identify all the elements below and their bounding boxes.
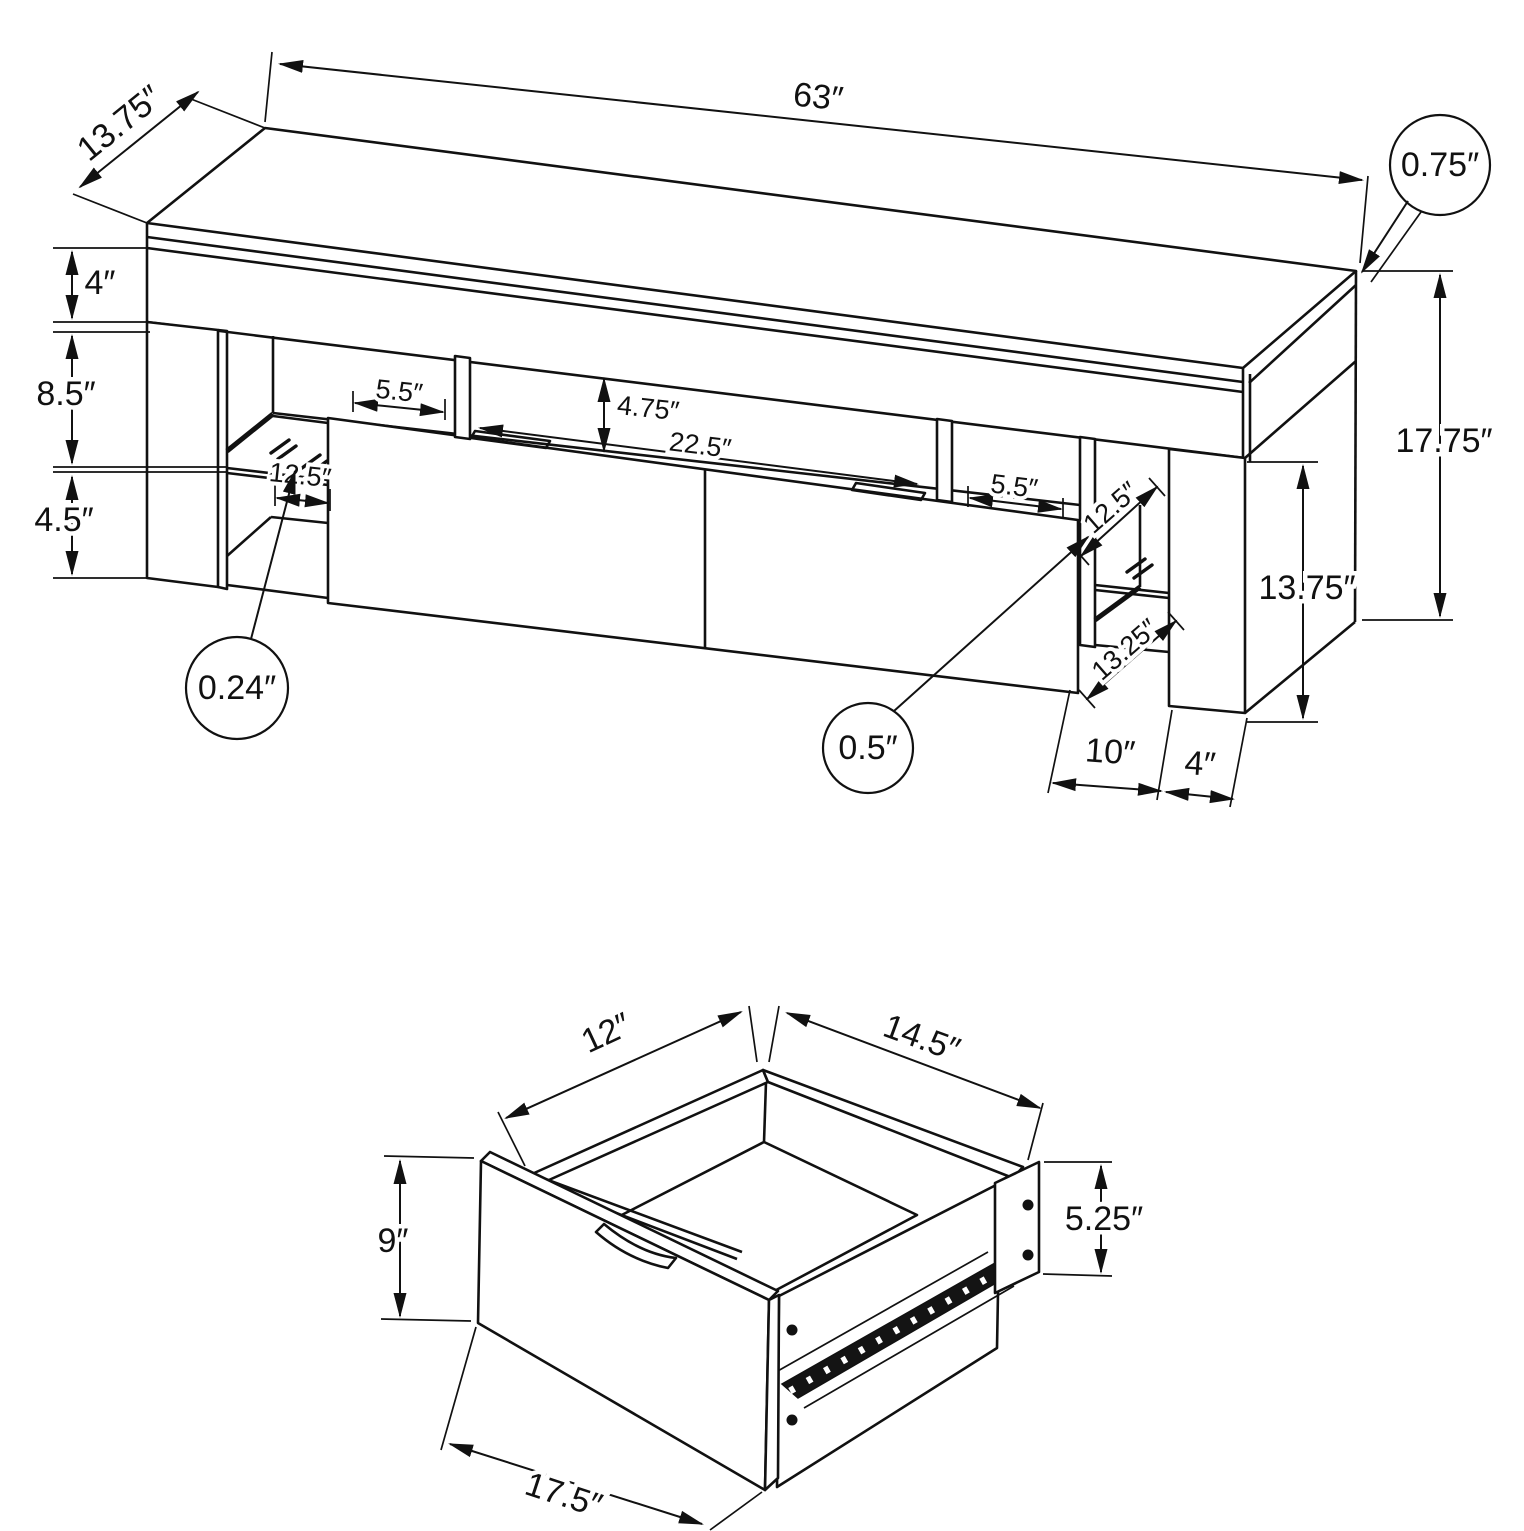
- tv-stand-drawing: 63″ 13.75″ 0.75″ 4″ 8.5″: [30, 51, 1497, 808]
- dim-label-glass-thickness: 0.24″: [198, 669, 276, 707]
- drawer-handle-notch: [594, 1222, 678, 1270]
- dim-upper-opening-8-5: 8.5″: [32, 331, 227, 473]
- dim-label-leg-opening: 10″: [1084, 731, 1136, 772]
- dim-side-height-13-75: 13.75″: [1247, 461, 1360, 723]
- dim-label-left-cubby: 12.5″: [268, 457, 333, 493]
- screw-dot: [1022, 1199, 1034, 1211]
- dim-top-length-63: 63″: [264, 51, 1369, 264]
- dim-leg-opening-10: 10″: [1047, 689, 1173, 801]
- screw-dot: [786, 1414, 798, 1426]
- dim-label-apron-height: 4″: [85, 264, 116, 302]
- dim-label-center-opening-height: 4.75″: [616, 390, 681, 426]
- dim-label-overall-height: 17.75″: [1395, 422, 1492, 460]
- dim-label-top-thickness: 0.75″: [1401, 146, 1479, 184]
- dim-label-drawer-inner-depth: 14.5″: [878, 1007, 964, 1069]
- dim-drawer-front-height-9: 9″: [373, 1155, 475, 1322]
- callout-top-thickness: 0.75″: [1360, 113, 1492, 283]
- glass-hatch-right: [1125, 557, 1154, 580]
- dim-label-upper-opening: 8.5″: [36, 375, 95, 413]
- drawer-drawing: 12″ 14.5″ 9″ 5.25″ 17.5″: [373, 1001, 1148, 1531]
- dim-overall-height-17-75: 17.75″: [1362, 270, 1497, 621]
- dim-left-cubby-12-5: 12.5″: [264, 453, 337, 511]
- callout-circle-024: [184, 635, 290, 741]
- callout-circle-075: [1388, 113, 1492, 217]
- dim-label-drawer-box-height: 5.25″: [1065, 1200, 1143, 1238]
- dim-label-lower-opening: 4.5″: [34, 501, 93, 539]
- dim-label-leg-width: 4″: [1183, 744, 1217, 784]
- dim-label-drawer-inner-width: 12″: [576, 1005, 637, 1061]
- callout-back-thickness: 0.5″: [821, 535, 1090, 795]
- drawer-box: [476, 1068, 1041, 1492]
- dim-left-opening-5-5: 5.5″: [352, 370, 446, 420]
- dim-apron-4: 4″: [53, 247, 150, 323]
- dim-label-left-opening: 5.5″: [374, 374, 424, 409]
- tv-right-leg: [1167, 447, 1247, 715]
- tv-top-panel: [145, 126, 1358, 715]
- dim-leg-width-4: 4″: [1164, 717, 1248, 808]
- dim-label-drawer-front-width: 17.5″: [521, 1465, 607, 1525]
- dim-drawer-box-height-5-25: 5.25″: [1042, 1161, 1148, 1277]
- screw-dot: [1022, 1249, 1034, 1261]
- dim-lower-opening-4-5: 4.5″: [30, 475, 147, 579]
- screw-dot: [786, 1324, 798, 1336]
- dim-label-side-height: 13.75″: [1258, 569, 1355, 607]
- dim-label-top-length: 63″: [791, 75, 845, 118]
- dim-label-back-thickness: 0.5″: [838, 729, 897, 767]
- dim-label-right-opening: 5.5″: [989, 468, 1040, 504]
- glass-hatch-left: [269, 438, 329, 476]
- callout-glass-thickness: 0.24″: [184, 469, 296, 741]
- dim-label-drawer-front-height: 9″: [378, 1222, 409, 1260]
- tv-left-leg: [145, 320, 229, 591]
- callout-circle-05: [821, 701, 915, 795]
